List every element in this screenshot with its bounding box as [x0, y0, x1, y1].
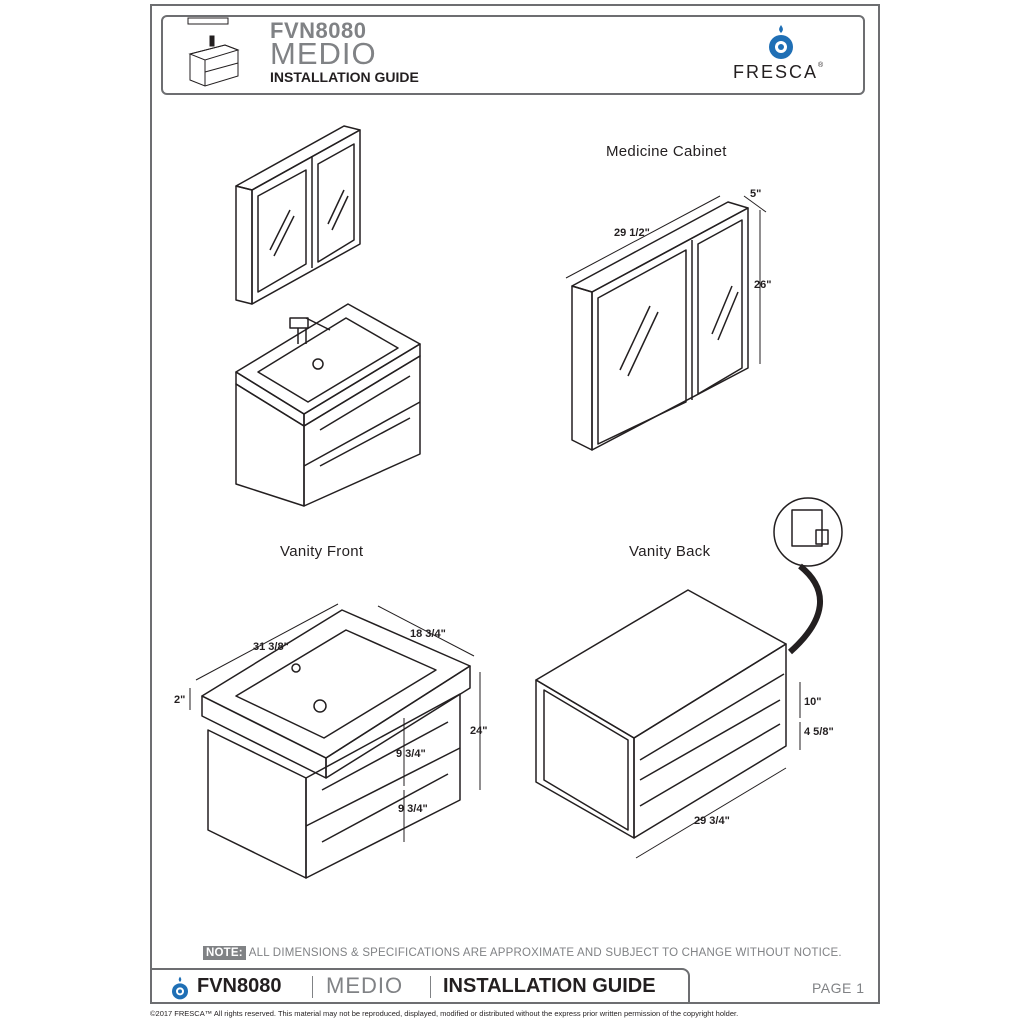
dim-cabinet-depth: 5" — [750, 188, 762, 200]
label-medicine-cabinet: Medicine Cabinet — [606, 143, 727, 160]
footer-model: FVN8080 — [197, 975, 282, 997]
vanity-front-dimension-drawing — [189, 603, 481, 879]
fresca-logo-icon — [769, 25, 793, 59]
label-vanity-front: Vanity Front — [280, 543, 364, 560]
page-number: PAGE 1 — [812, 980, 865, 996]
label-vanity-back: Vanity Back — [629, 543, 711, 560]
footer-divider — [312, 976, 313, 998]
disclaimer-note: NOTE:ALL DIMENSIONS & SPECIFICATIONS ARE… — [203, 946, 842, 960]
dim-vanity-top: 2" — [174, 694, 186, 706]
note-text: ALL DIMENSIONS & SPECIFICATIONS ARE APPR… — [248, 947, 842, 959]
dim-vanity-height: 24" — [470, 725, 488, 737]
header-guide-title: INSTALLATION GUIDE — [270, 69, 419, 85]
page-frame — [150, 4, 880, 1004]
vanity-perspective-drawing — [235, 303, 421, 507]
note-tag: NOTE: — [203, 946, 246, 960]
dim-vanity-width: 31 3/8" — [253, 641, 289, 653]
footer-product-name: MEDIO — [326, 973, 404, 998]
cabinet-dimension-drawing — [565, 195, 767, 451]
header-model: FVN8080 — [270, 18, 367, 43]
dim-back-gap: 4 5/8" — [804, 726, 834, 738]
dim-back-width: 29 3/4" — [694, 815, 730, 827]
dim-cabinet-height: 26" — [754, 279, 772, 291]
footer-box — [150, 968, 690, 1004]
copyright-text: ©2017 FRESCA™ All rights reserved. This … — [150, 1009, 739, 1018]
vanity-back-dimension-drawing — [535, 497, 843, 859]
cabinet-perspective-drawing — [235, 125, 361, 305]
footer-guide-title: INSTALLATION GUIDE — [443, 975, 656, 997]
dim-drawer-lower: 9 3/4" — [398, 803, 428, 815]
dim-drawer-upper: 9 3/4" — [396, 748, 426, 760]
header-box — [161, 15, 865, 95]
brand-name: FRESCA® — [733, 62, 826, 82]
fresca-logo-icon — [172, 976, 188, 1000]
dim-back-upper: 10" — [804, 696, 822, 708]
dim-cabinet-width: 29 1/2" — [614, 227, 650, 239]
footer-divider — [430, 976, 431, 998]
header-product-name: MEDIO — [270, 36, 377, 71]
dim-vanity-depth: 18 3/4" — [410, 628, 446, 640]
